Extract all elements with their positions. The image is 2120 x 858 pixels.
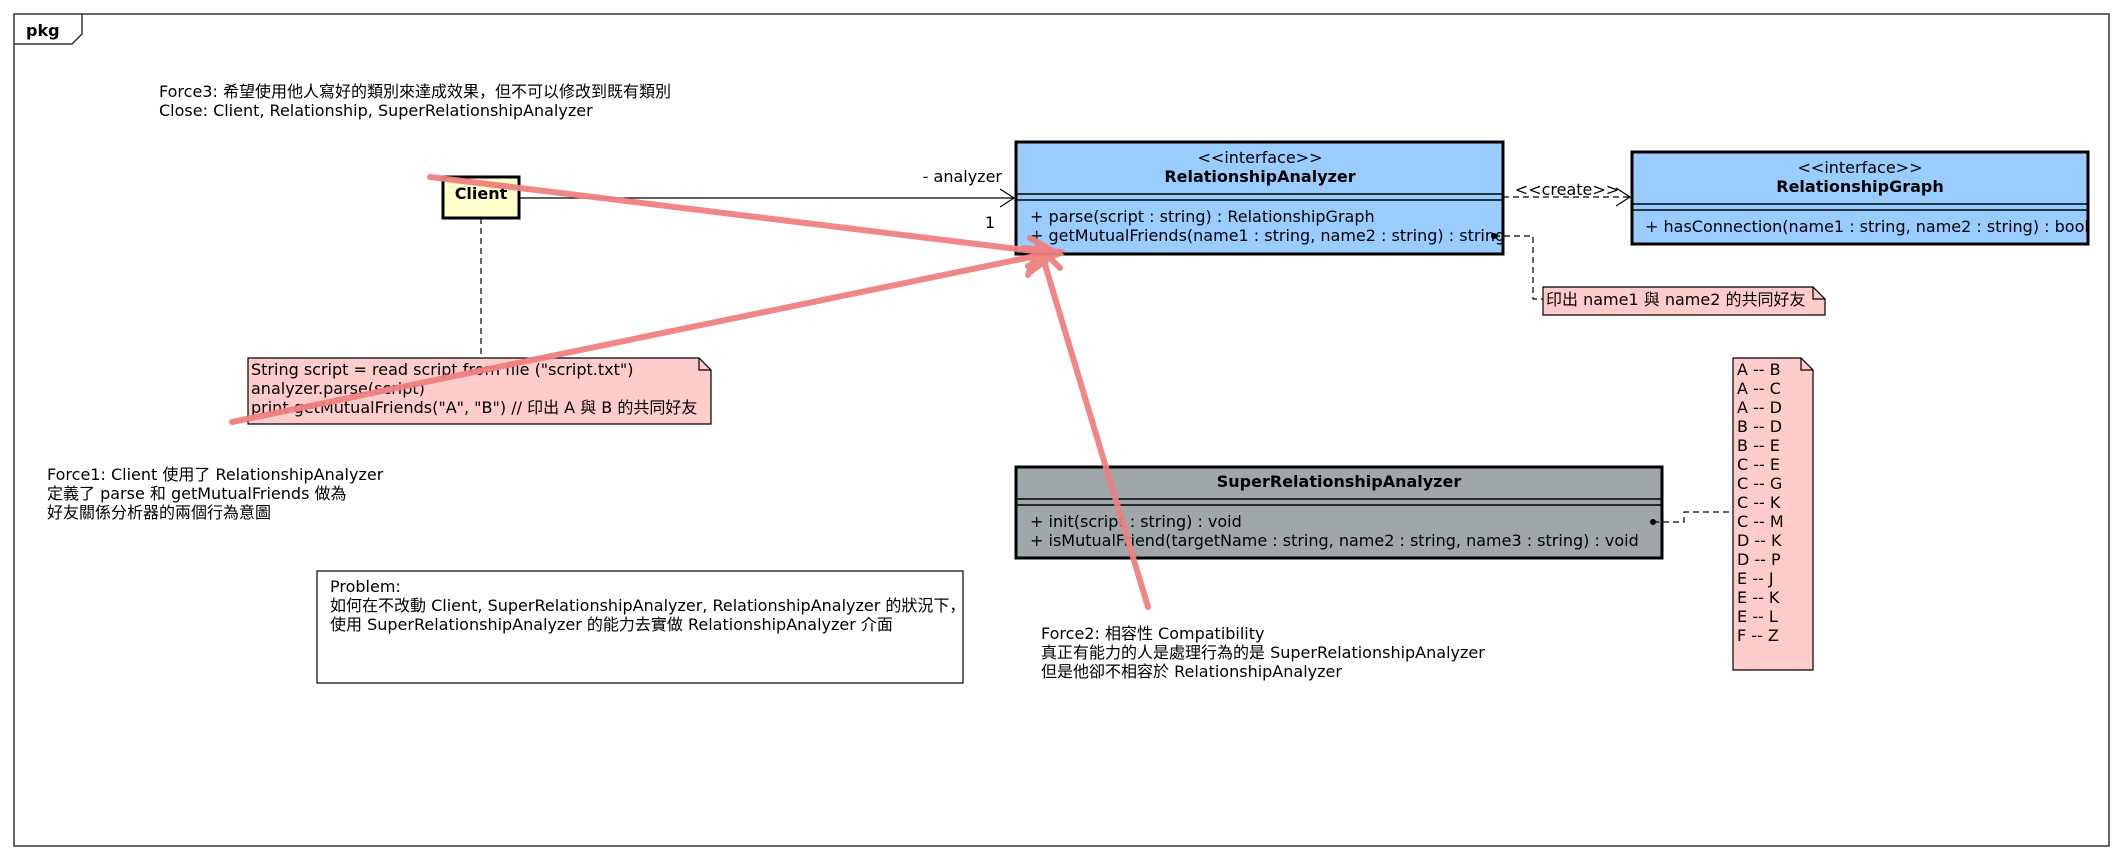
script-data-line: D -- P: [1737, 550, 1781, 569]
script-data-line: B -- E: [1737, 436, 1780, 455]
script-data-connector: [1653, 511, 1732, 523]
force1-line-2: 定義了 parse 和 getMutualFriends 做為: [47, 484, 347, 503]
force3-line-1: Force3: 希望使用他人寫好的類別來達成效果，但不可以修改到既有類別: [159, 82, 671, 101]
relationship-graph-interface[interactable]: <<interface>> RelationshipGraph + hasCon…: [1630, 150, 2090, 246]
association-multiplicity: 1: [985, 213, 995, 232]
force2-line-2: 真正有能力的人是處理行為的是 SuperRelationshipAnalyzer: [1041, 643, 1485, 662]
script-data-line: C -- G: [1737, 474, 1782, 493]
mutual-friends-note: 印出 name1 與 name2 的共同好友: [1542, 286, 1826, 316]
script-data-line: F -- Z: [1737, 626, 1779, 645]
force3-note: Force3: 希望使用他人寫好的類別來達成效果，但不可以修改到既有類別 Clo…: [159, 82, 671, 120]
script-data-line: A -- C: [1737, 379, 1781, 398]
script-data-line: E -- J: [1737, 569, 1774, 588]
force2-highlight-arrow: [1037, 245, 1151, 610]
client-class-name: Client: [455, 184, 508, 203]
association-arrowhead: [999, 188, 1016, 208]
relationship-analyzer-op-parse: + parse(script : string) : RelationshipG…: [1030, 207, 1375, 226]
force1-line-1: Force1: Client 使用了 RelationshipAnalyzer: [47, 465, 384, 484]
script-data-lines: A -- BA -- CA -- DB -- DB -- EC -- EC --…: [1737, 360, 1784, 645]
super-analyzer-name: SuperRelationshipAnalyzer: [1217, 472, 1462, 491]
super-relationship-analyzer-class[interactable]: SuperRelationshipAnalyzer + init(script …: [1014, 465, 1664, 560]
script-data-line: C -- E: [1737, 455, 1780, 474]
relationship-analyzer-name: RelationshipAnalyzer: [1164, 167, 1355, 186]
problem-title: Problem:: [330, 577, 401, 596]
relationship-graph-stereotype: <<interface>>: [1798, 158, 1923, 177]
force2-line-3: 但是他卻不相容於 RelationshipAnalyzer: [1041, 662, 1342, 681]
relationship-graph-name: RelationshipGraph: [1776, 177, 1943, 196]
relationship-analyzer-stereotype: <<interface>>: [1198, 148, 1323, 167]
script-data-line: B -- D: [1737, 417, 1782, 436]
script-data-line: C -- M: [1737, 512, 1784, 531]
problem-line-1: 如何在不改動 Client, SuperRelationshipAnalyzer…: [330, 596, 965, 615]
client-script-line-3: print getMutualFriends("A", "B") // 印出 A…: [251, 398, 697, 417]
relationship-analyzer-op-mutual: + getMutualFriends(name1 : string, name2…: [1030, 226, 1505, 245]
script-data-line: E -- L: [1737, 607, 1778, 626]
force2-line-1: Force2: 相容性 Compatibility: [1041, 624, 1265, 643]
script-data-line: E -- K: [1737, 588, 1780, 607]
force1-line-3: 好友關係分析器的兩個行為意圖: [47, 503, 271, 522]
super-analyzer-op-is-mutual: + isMutualFriend(targetName : string, na…: [1030, 531, 1639, 550]
create-dependency-arrowhead: [1615, 187, 1632, 207]
script-data-line: C -- K: [1737, 493, 1781, 512]
package-tab: [14, 14, 83, 45]
script-data-note: A -- BA -- CA -- DB -- DB -- EC -- EC --…: [1732, 357, 1814, 671]
script-data-line: A -- D: [1737, 398, 1782, 417]
force1-note: Force1: Client 使用了 RelationshipAnalyzer …: [47, 465, 384, 522]
force2-highlight-arrowhead: [1025, 240, 1063, 278]
script-data-line: A -- B: [1737, 360, 1781, 379]
highlight-arrows: [229, 174, 1151, 610]
relationship-graph-op-has-connection: + hasConnection(name1 : string, name2 : …: [1645, 217, 2089, 236]
force3-highlight-arrow: [427, 174, 1053, 256]
package-label: pkg: [26, 21, 60, 40]
association-role: - analyzer: [923, 167, 1003, 186]
client-script-line-1: String script = read script from file ("…: [251, 360, 633, 379]
script-data-line: D -- K: [1737, 531, 1782, 550]
problem-line-2: 使用 SuperRelationshipAnalyzer 的能力去實做 Rela…: [330, 615, 893, 634]
relationship-analyzer-interface[interactable]: <<interface>> RelationshipAnalyzer + par…: [1014, 140, 1505, 256]
create-dependency-label: <<create>>: [1515, 180, 1619, 199]
problem-box: Problem: 如何在不改動 Client, SuperRelationshi…: [316, 570, 965, 684]
mutual-note-connector: [1494, 235, 1546, 300]
mutual-friends-note-text: 印出 name1 與 name2 的共同好友: [1546, 290, 1805, 309]
super-analyzer-op-init: + init(script : string) : void: [1030, 512, 1242, 531]
force2-note: Force2: 相容性 Compatibility 真正有能力的人是處理行為的是…: [1041, 624, 1485, 681]
force3-line-2: Close: Client, Relationship, SuperRelati…: [159, 101, 593, 120]
force1-highlight-arrow: [229, 250, 1053, 425]
